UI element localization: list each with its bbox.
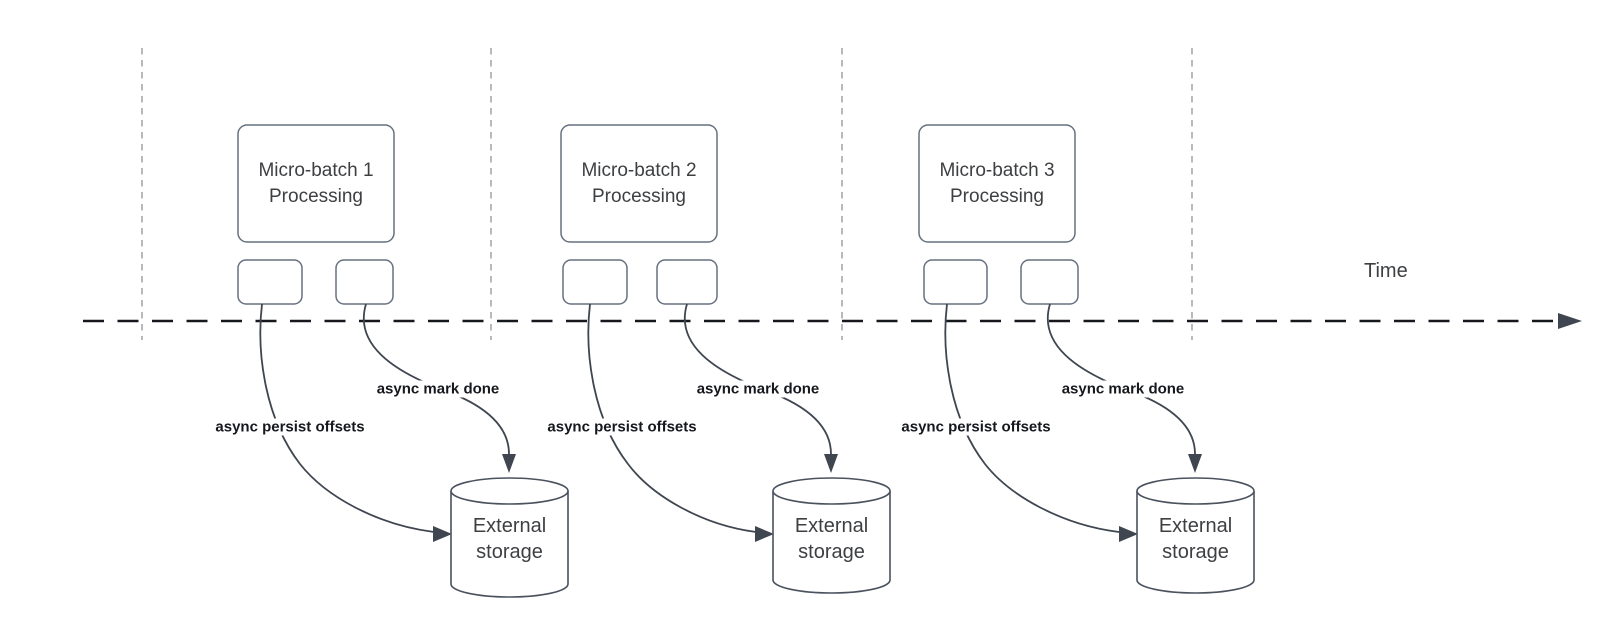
storage-label-3: External storage xyxy=(1137,513,1254,565)
task-box-2b xyxy=(656,259,718,305)
processing-box-label-3: Micro-batch 3 Processing xyxy=(919,125,1075,242)
mark-done-connector-2 xyxy=(683,303,832,455)
storage-label-3-line1: External xyxy=(1158,515,1233,537)
processing-box-label-1: Micro-batch 1 Processing xyxy=(238,125,394,242)
mark-done-connector-1 xyxy=(362,303,510,455)
persist-offsets-arrowhead-2 xyxy=(755,526,774,542)
processing-box-label-2-line2: Processing xyxy=(592,185,686,207)
persist-offsets-arrowhead-1 xyxy=(433,526,452,542)
task-box-1b xyxy=(335,259,394,305)
persist-offsets-connector-3 xyxy=(944,303,1120,533)
storage-cylinder-top-1 xyxy=(450,477,569,505)
storage-label-2-line1: External xyxy=(794,515,869,537)
mark-done-label-1: async mark done xyxy=(373,380,503,398)
processing-box-label-1-line1: Micro-batch 1 xyxy=(258,159,374,181)
storage-cylinder-top-3 xyxy=(1136,477,1255,505)
processing-box-label-1-line2: Processing xyxy=(269,185,363,207)
storage-label-2-line2: storage xyxy=(798,541,865,563)
time-axis-arrowhead-icon xyxy=(1558,313,1582,329)
persist-offsets-arrowhead-3 xyxy=(1119,526,1138,542)
mark-done-connector-3 xyxy=(1046,303,1196,455)
storage-label-1-line1: External xyxy=(472,515,547,537)
persist-offsets-label-2: async persist offsets xyxy=(544,418,700,436)
task-box-2a xyxy=(562,259,628,305)
mark-done-arrowhead-1 xyxy=(502,454,516,473)
storage-cylinder-body-1 xyxy=(450,491,569,598)
mark-done-label-2: async mark done xyxy=(693,380,823,398)
processing-box-label-2: Micro-batch 2 Processing xyxy=(561,125,717,242)
storage-label-1: External storage xyxy=(451,513,568,565)
processing-box-1 xyxy=(237,124,395,243)
task-box-1a xyxy=(237,259,303,305)
processing-box-label-2-line1: Micro-batch 2 xyxy=(581,159,697,181)
task-box-3a xyxy=(923,259,988,305)
processing-box-label-3-line2: Processing xyxy=(950,185,1044,207)
persist-offsets-connector-1 xyxy=(259,303,435,533)
storage-label-3-line2: storage xyxy=(1162,541,1229,563)
storage-label-2: External storage xyxy=(773,513,890,565)
microbatch-group-3 xyxy=(918,124,1255,594)
processing-box-label-3-line1: Micro-batch 3 xyxy=(939,159,1055,181)
mark-done-arrowhead-3 xyxy=(1188,454,1202,473)
microbatch-group-2 xyxy=(560,124,891,594)
time-axis-label: Time xyxy=(1364,260,1408,282)
persist-offsets-label-1: async persist offsets xyxy=(212,418,368,436)
task-box-3b xyxy=(1020,259,1079,305)
persist-offsets-label-3: async persist offsets xyxy=(898,418,1054,436)
processing-box-3 xyxy=(918,124,1076,243)
persist-offsets-connector-2 xyxy=(587,303,757,533)
storage-cylinder-top-2 xyxy=(772,477,891,505)
mark-done-arrowhead-2 xyxy=(824,454,838,473)
storage-cylinder-body-3 xyxy=(1136,491,1255,594)
microbatch-group-1 xyxy=(237,124,569,598)
storage-cylinder-body-2 xyxy=(772,491,891,594)
mark-done-label-3: async mark done xyxy=(1058,380,1188,398)
processing-box-2 xyxy=(560,124,718,243)
storage-label-1-line2: storage xyxy=(476,541,543,563)
